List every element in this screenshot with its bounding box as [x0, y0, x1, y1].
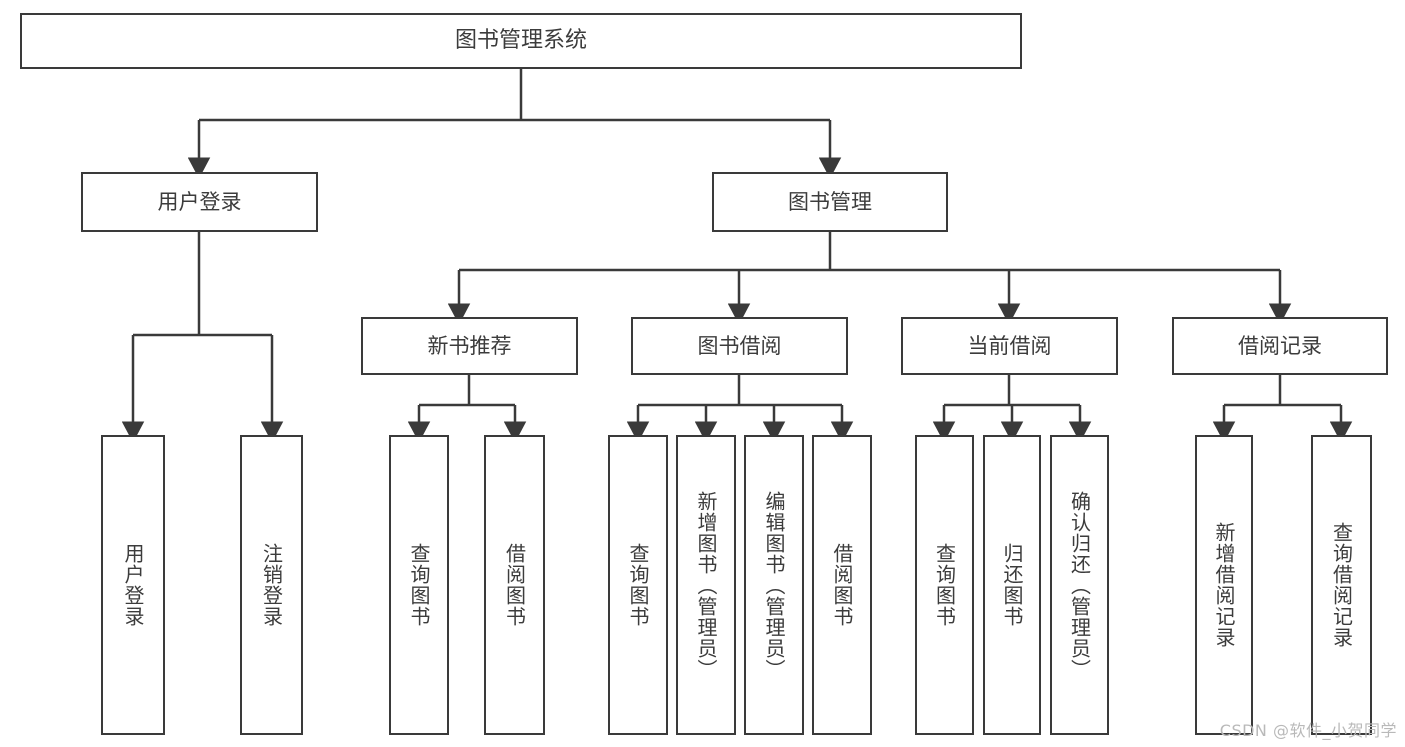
node-leaf-add-borrow-record[interactable]: 新增借阅记录	[1195, 435, 1253, 735]
node-leaf-add-book-admin-label: 新增图书（管理员）	[694, 490, 718, 680]
node-leaf-add-borrow-record-label: 新增借阅记录	[1212, 522, 1236, 648]
node-leaf-borrow-book-label: 借阅图书	[830, 543, 854, 627]
node-leaf-query-book-current-label: 查询图书	[932, 543, 957, 627]
node-leaf-user-login-label: 用户登录	[121, 543, 145, 627]
node-leaf-borrow-book-rec[interactable]: 借阅图书	[484, 435, 545, 735]
node-leaf-edit-book-admin-label: 编辑图书（管理员）	[762, 490, 786, 680]
node-new-book-rec-label: 新书推荐	[427, 333, 512, 358]
node-borrow-record[interactable]: 借阅记录	[1172, 317, 1388, 375]
node-leaf-borrow-book[interactable]: 借阅图书	[812, 435, 872, 735]
node-leaf-query-book-rec[interactable]: 查询图书	[389, 435, 449, 735]
node-user-login-label: 用户登录	[157, 189, 242, 214]
node-new-book-rec[interactable]: 新书推荐	[361, 317, 578, 375]
node-book-manage[interactable]: 图书管理	[712, 172, 948, 232]
node-current-borrow[interactable]: 当前借阅	[901, 317, 1118, 375]
node-leaf-confirm-return-admin[interactable]: 确认归还（管理员）	[1050, 435, 1109, 735]
node-leaf-user-logout-label: 注销登录	[259, 543, 284, 627]
node-leaf-query-book-rec-label: 查询图书	[407, 543, 431, 627]
node-leaf-query-borrow-record[interactable]: 查询借阅记录	[1311, 435, 1372, 735]
watermark-text: CSDN @软件_小贺同学	[1219, 721, 1397, 740]
node-leaf-query-book-borrow[interactable]: 查询图书	[608, 435, 668, 735]
node-book-borrow-label: 图书借阅	[697, 333, 782, 358]
node-leaf-return-book[interactable]: 归还图书	[983, 435, 1041, 735]
node-leaf-query-borrow-record-label: 查询借阅记录	[1329, 522, 1354, 648]
node-leaf-confirm-return-admin-label: 确认归还（管理员）	[1067, 490, 1092, 680]
node-current-borrow-label: 当前借阅	[967, 333, 1052, 358]
node-leaf-query-book-current[interactable]: 查询图书	[915, 435, 974, 735]
node-borrow-record-label: 借阅记录	[1238, 333, 1322, 358]
node-leaf-return-book-label: 归还图书	[1000, 543, 1024, 627]
node-leaf-edit-book-admin[interactable]: 编辑图书（管理员）	[744, 435, 804, 735]
node-root-label: 图书管理系统	[454, 28, 587, 54]
node-leaf-user-logout[interactable]: 注销登录	[240, 435, 303, 735]
node-leaf-user-login[interactable]: 用户登录	[101, 435, 165, 735]
node-book-borrow[interactable]: 图书借阅	[631, 317, 848, 375]
node-user-login[interactable]: 用户登录	[81, 172, 318, 232]
node-root[interactable]: 图书管理系统	[20, 13, 1022, 69]
node-book-manage-label: 图书管理	[788, 189, 872, 214]
node-leaf-add-book-admin[interactable]: 新增图书（管理员）	[676, 435, 736, 735]
node-leaf-borrow-book-rec-label: 借阅图书	[502, 543, 527, 627]
node-leaf-query-book-borrow-label: 查询图书	[626, 543, 650, 627]
